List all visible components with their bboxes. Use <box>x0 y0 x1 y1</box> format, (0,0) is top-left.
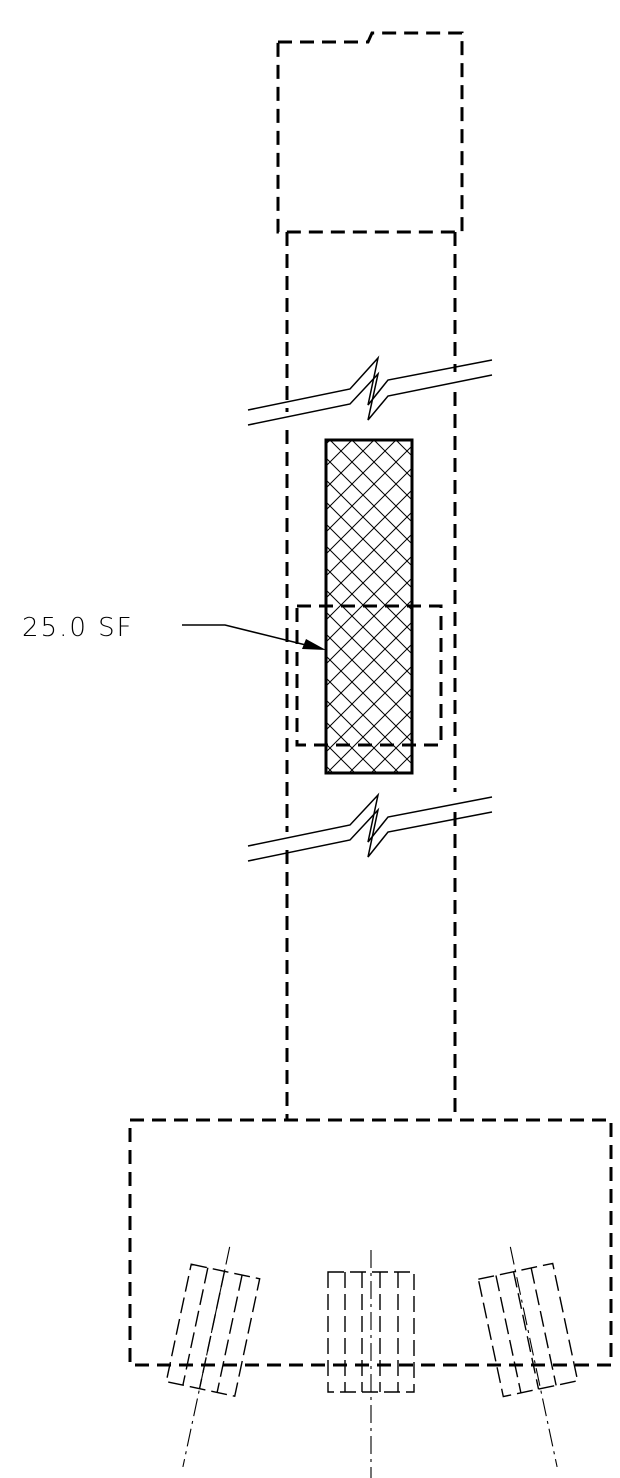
dashed-inspection-box <box>295 604 443 747</box>
top-structure-outline <box>276 31 464 234</box>
leader-arrowhead <box>302 639 326 650</box>
area-leader <box>182 624 326 650</box>
bottom-structure-outline <box>128 1118 613 1367</box>
break-line-upper <box>247 355 493 426</box>
stall-group-right <box>477 1246 579 1468</box>
area-label: 25.0 SF <box>22 613 134 643</box>
break-line-lower <box>247 792 493 862</box>
stall-group-left <box>165 1246 261 1468</box>
stall-group-center <box>327 1250 415 1478</box>
